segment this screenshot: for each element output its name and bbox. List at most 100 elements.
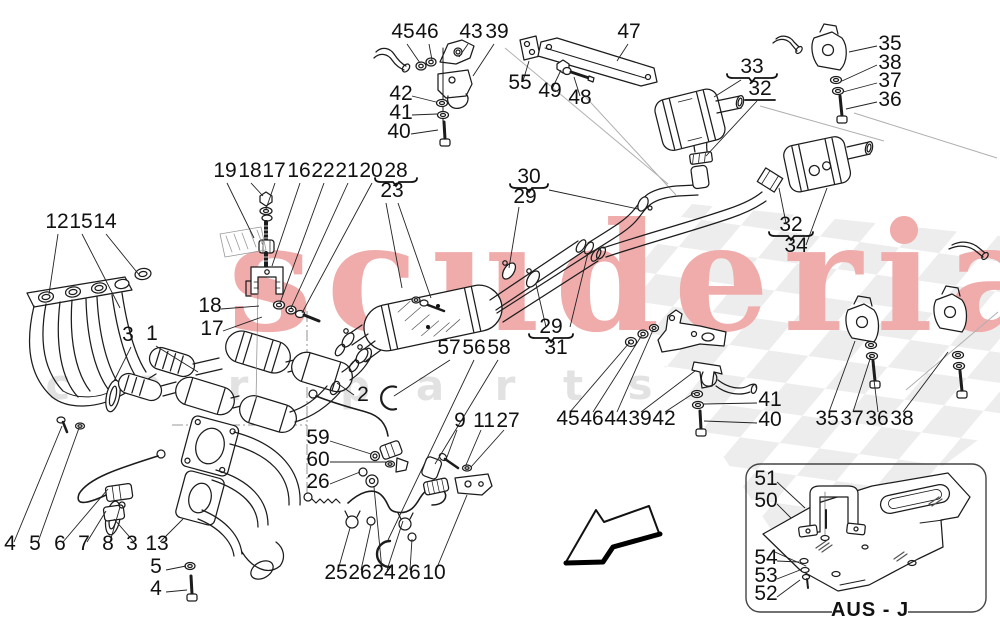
part-callout-37: 37 [840,407,863,430]
part-callout-32: 32 [748,77,771,100]
part-callout-19: 19 [213,159,236,182]
part-callout-21: 21 [335,159,358,182]
checkered-flag-watermark [642,204,1000,528]
part-callout-36: 36 [865,407,888,430]
callout-group-rule [509,183,549,194]
part-callout-17: 17 [200,317,223,340]
oxygen-sensor-right [303,452,493,542]
callout-group-rule [768,231,814,242]
part-callout-25: 25 [324,561,347,584]
part-callout-52: 52 [754,582,777,605]
catalytic-line-rear [105,372,342,434]
part-callout-43: 43 [459,20,482,43]
part-callout-22: 22 [311,159,334,182]
part-callout-23: 23 [380,179,403,202]
part-callout-45: 45 [556,407,579,430]
part-callout-4: 4 [4,532,16,555]
part-callout-3: 3 [126,532,138,555]
part-callout-9: 9 [454,409,466,432]
construction-lines [504,47,999,391]
part-callout-15: 15 [69,210,92,233]
rear-muffler-left [654,88,745,152]
subtext-letter: t [563,361,583,410]
part-callout-46: 46 [415,20,438,43]
part-callout-46: 46 [580,407,603,430]
snap-ring-upper [380,385,398,411]
snap-ring-lower [375,539,392,569]
direction-arrow [563,505,663,566]
oxygen-sensor-mid [308,389,409,488]
part-callout-56: 56 [462,336,485,359]
part-callout-42: 42 [389,82,412,105]
part-callout-50: 50 [754,489,777,512]
crossbar [519,35,658,87]
part-callout-33: 33 [740,55,763,78]
part-callout-36: 36 [878,88,901,111]
part-callout-35: 35 [878,32,901,55]
part-callout-37: 37 [878,69,901,92]
part-callout-26: 26 [397,561,420,584]
part-callout-51: 51 [754,467,777,490]
callout-group-rule [528,333,574,344]
front-hanger-cluster [373,39,475,147]
part-callout-12: 12 [45,210,68,233]
part-callout-24: 24 [372,561,396,584]
part-callout-26: 26 [348,561,371,584]
part-callout-49: 49 [538,79,561,102]
part-callout-39: 39 [628,407,651,430]
part-callout-45: 45 [391,20,414,43]
part-callout-27: 27 [496,409,519,432]
callout-group-rule [374,177,418,188]
part-callout-40: 40 [758,408,781,431]
part-callout-32: 32 [779,213,802,236]
part-callout-58: 58 [487,336,510,359]
part-callout-31: 31 [544,336,567,359]
part-callout-59: 59 [306,426,329,449]
part-callout-29: 29 [513,185,536,208]
subtext-letter: a [416,361,444,410]
center-silencer [334,239,602,373]
inset-variant-label: AUS - J [831,599,909,621]
part-callout-5: 5 [150,555,162,578]
part-callout-18: 18 [198,294,221,317]
part-callout-17: 17 [262,159,285,182]
part-callout-44: 44 [604,407,628,430]
part-callout-8: 8 [102,532,114,555]
part-callout-40: 40 [387,120,410,143]
subtext-letter: s [628,360,653,409]
callout-group-rule [726,73,778,84]
part-callout-11: 11 [473,409,495,432]
catalytic-line-front [148,330,373,393]
part-callout-41: 41 [758,388,781,411]
mount-bracket-mid [845,295,881,389]
part-callout-3: 3 [122,323,134,346]
part-callout-10: 10 [422,561,445,584]
mount-bracket-top [772,23,848,124]
hanger-stud-assembly [219,191,446,401]
part-callout-1: 1 [146,322,158,345]
part-callout-29: 29 [539,315,562,338]
part-callout-41: 41 [389,101,412,124]
variant-inset [745,463,987,618]
part-callout-7: 7 [78,532,90,555]
part-callout-54: 54 [754,546,778,569]
part-callout-26: 26 [306,470,329,493]
part-callout-42: 42 [652,407,675,430]
part-callout-4: 4 [150,577,162,600]
part-callout-34: 34 [784,234,808,257]
part-callout-38: 38 [878,51,901,74]
part-callout-35: 35 [815,407,838,430]
part-callout-30: 30 [517,165,540,188]
part-callout-20: 20 [359,159,382,182]
part-callout-47: 47 [617,20,640,43]
subtext-letter: r [495,361,516,410]
part-callout-53: 53 [754,564,777,587]
part-callout-38: 38 [890,407,913,430]
part-callout-57: 57 [437,336,460,359]
part-callout-6: 6 [54,532,66,555]
part-callout-48: 48 [568,86,591,109]
exhaust-manifold-lower [104,415,301,602]
